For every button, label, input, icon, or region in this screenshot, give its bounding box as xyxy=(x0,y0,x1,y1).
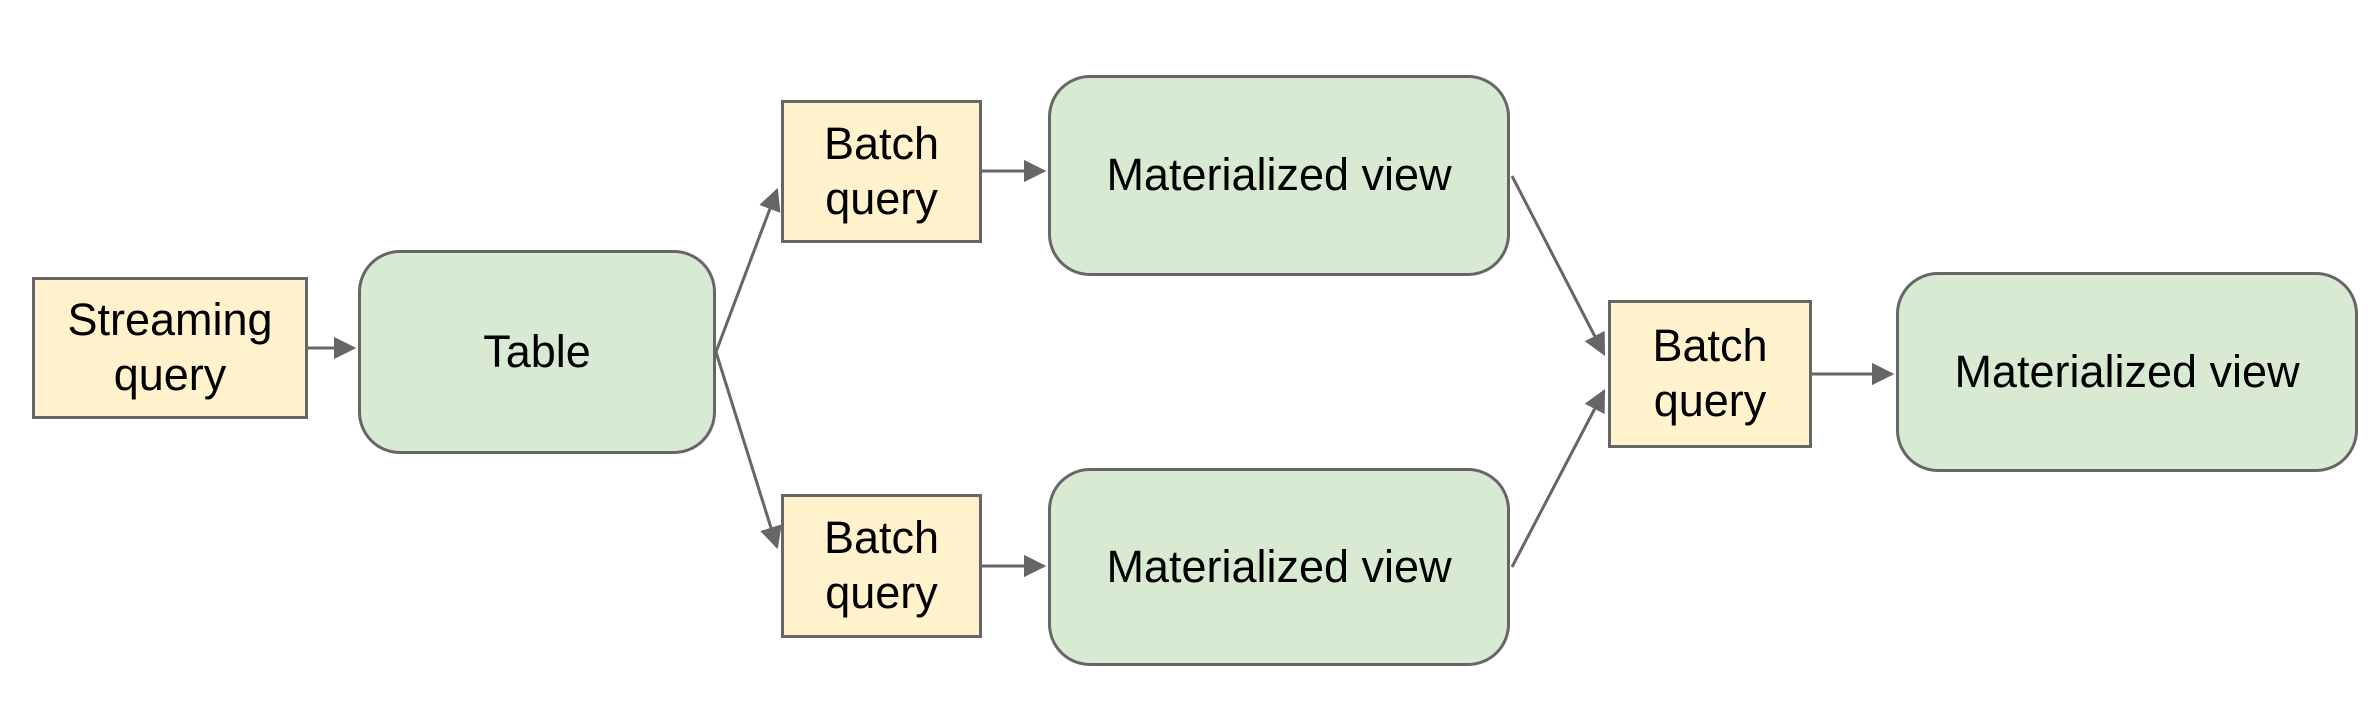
node-batch-query-top: Batch query xyxy=(781,100,982,243)
node-batch-query-bottom: Batch query xyxy=(781,494,982,638)
arrow-materialized-view-bottom-to-batch-query-right xyxy=(1510,389,1606,568)
node-table: Table xyxy=(358,250,716,454)
arrow-materialized-view-top-to-batch-query-right xyxy=(1510,175,1606,356)
node-label-materialized-view-bottom: Materialized view xyxy=(1106,540,1452,592)
node-label-streaming-query: Streaming query xyxy=(67,294,273,400)
node-label-batch-query-bottom: Batch query xyxy=(823,512,940,618)
node-materialized-view-bottom: Materialized view xyxy=(1048,468,1510,666)
node-label-table: Table xyxy=(483,325,591,377)
node-label-batch-query-right: Batch query xyxy=(1652,320,1768,426)
arrow-table-to-batch-query-top xyxy=(714,187,781,353)
node-streaming-query: Streaming query xyxy=(32,277,308,419)
node-batch-query-right: Batch query xyxy=(1608,300,1812,448)
node-label-materialized-view-right: Materialized view xyxy=(1954,345,2300,397)
node-materialized-view-top: Materialized view xyxy=(1048,75,1510,276)
node-label-batch-query-top: Batch query xyxy=(823,117,940,224)
arrow-table-to-batch-query-bottom xyxy=(714,351,782,550)
node-label-materialized-view-top: Materialized view xyxy=(1106,149,1452,201)
node-materialized-view-right: Materialized view xyxy=(1896,272,2358,472)
edge-group xyxy=(308,159,1895,578)
